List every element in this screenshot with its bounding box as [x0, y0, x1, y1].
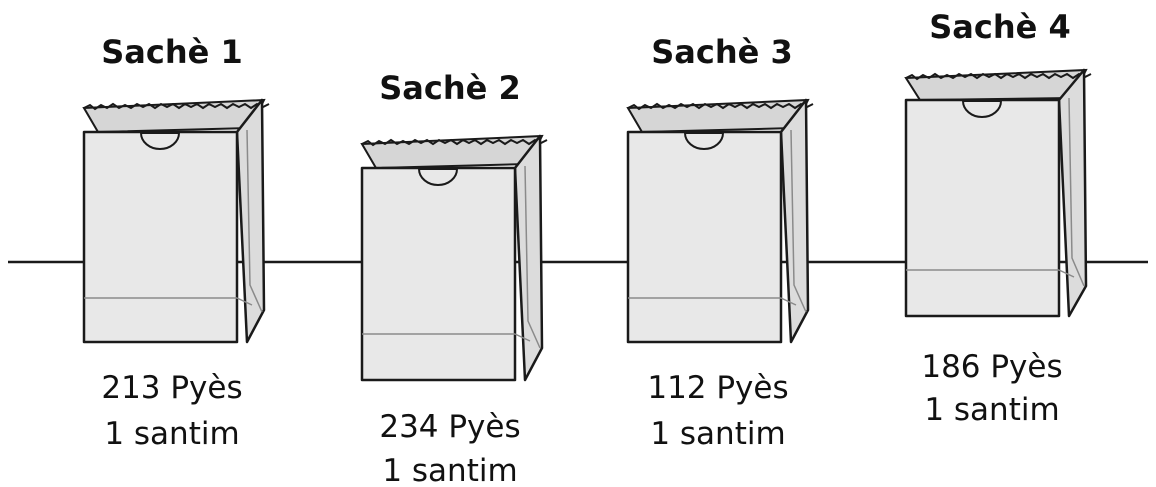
- bag-title: Sachè 2: [379, 69, 521, 107]
- paper-bag-icon: [360, 134, 548, 382]
- paper-bag-icon: [626, 98, 814, 344]
- bag-title: Sachè 1: [101, 33, 243, 71]
- bag-title: Sachè 4: [929, 8, 1071, 46]
- bag-1: Sachè 1 213 Pyès 1 santim: [82, 33, 270, 452]
- bag-count: 112 Pyès: [647, 370, 788, 406]
- bag-price: 1 santim: [382, 453, 517, 487]
- bag-count: 186 Pyès: [921, 349, 1062, 385]
- paper-bag-icon: [82, 98, 270, 344]
- bag-price: 1 santim: [104, 416, 239, 452]
- bag-2: Sachè 2 234 Pyès 1 santim: [360, 69, 548, 487]
- bag-title: Sachè 3: [651, 33, 793, 71]
- bag-3: Sachè 3 112 Pyès 1 santim: [626, 33, 814, 452]
- bag-count: 234 Pyès: [379, 409, 520, 445]
- bag-4: Sachè 4 186 Pyès 1 santim: [904, 8, 1092, 428]
- bag-count: 213 Pyès: [101, 370, 242, 406]
- bag-price: 1 santim: [650, 416, 785, 452]
- paper-bag-icon: [904, 68, 1092, 318]
- bag-price: 1 santim: [924, 392, 1059, 428]
